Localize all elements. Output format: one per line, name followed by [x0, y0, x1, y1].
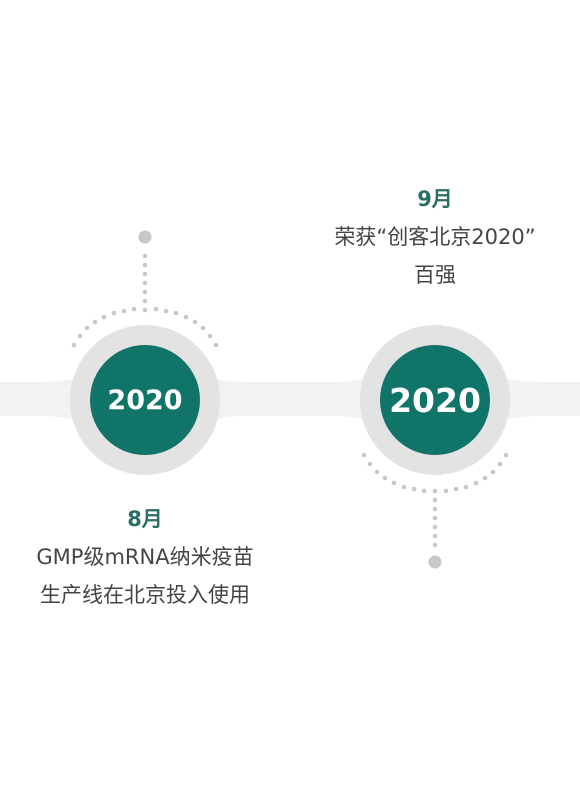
milestone-sep: 9月 荣获“创客北京2020” 百强	[300, 184, 570, 294]
year-node-left: 2020	[70, 325, 220, 475]
milestone-desc-line-2: 生产线在北京投入使用	[40, 583, 250, 607]
connector-end-dot-left	[138, 230, 152, 244]
year-label-right: 2020	[389, 380, 481, 420]
year-label-left: 2020	[107, 384, 183, 416]
milestone-month: 8月	[127, 507, 163, 531]
connector-end-dot-right	[428, 555, 442, 569]
milestone-desc-line-1: 荣获“创客北京2020”	[334, 225, 536, 249]
year-badge-right: 2020	[380, 345, 490, 455]
year-node-right: 2020	[360, 325, 510, 475]
milestone-desc-line-2: 百强	[414, 263, 456, 287]
year-badge-left: 2020	[90, 345, 200, 455]
milestone-aug: 8月 GMP级mRNA纳米疫苗 生产线在北京投入使用	[15, 504, 275, 614]
milestone-desc-line-1: GMP级mRNA纳米疫苗	[36, 545, 254, 569]
milestone-month: 9月	[417, 187, 453, 211]
